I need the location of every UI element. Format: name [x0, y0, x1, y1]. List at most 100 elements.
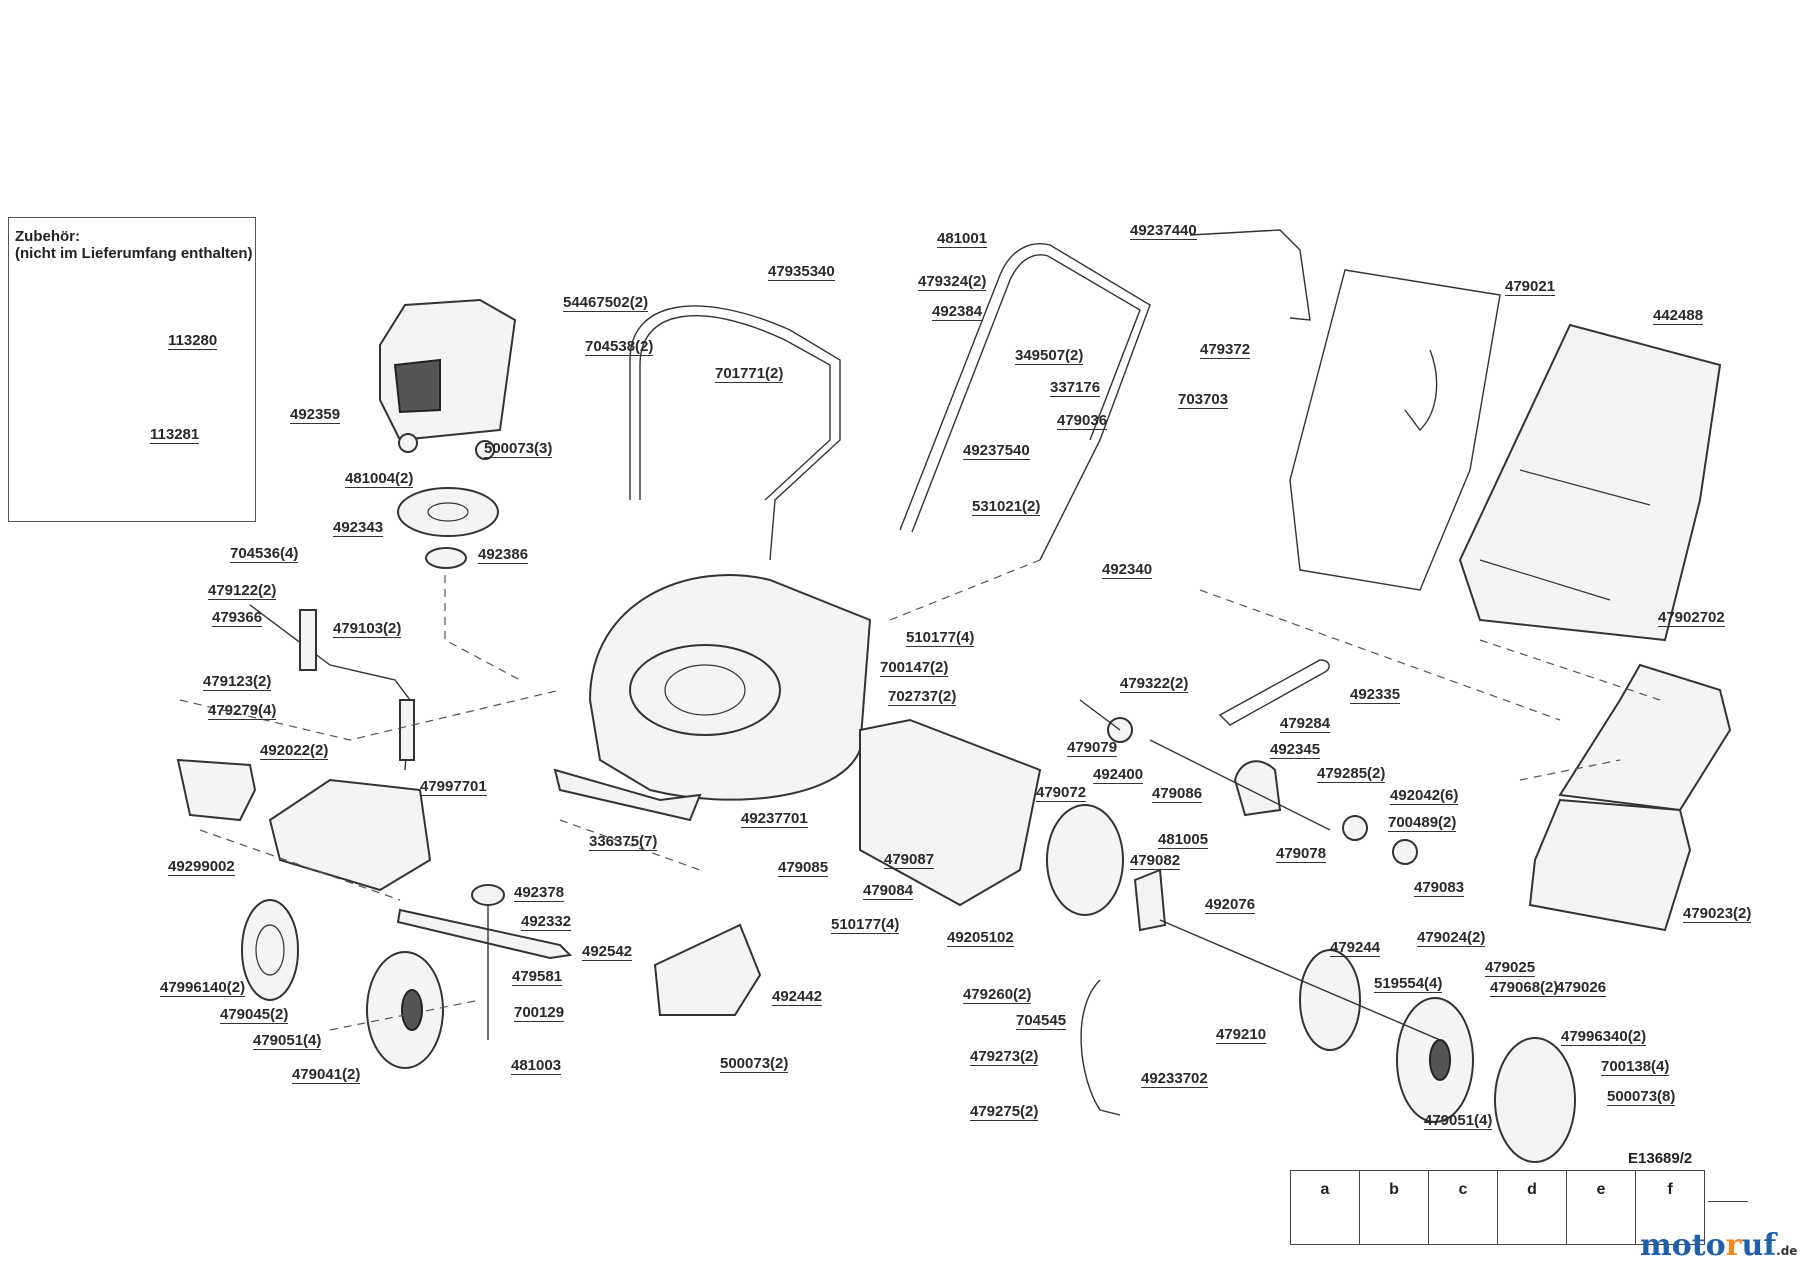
part-label: 54467502(2) [563, 294, 649, 312]
part-label: 492400 [1093, 766, 1144, 784]
part-label: 479051(4) [1424, 1112, 1493, 1130]
part-label: 349507(2) [1015, 347, 1084, 365]
side-discharge-drawing [653, 923, 762, 1016]
grid-cell: d [1497, 1170, 1567, 1245]
height-adjuster-drawing [249, 604, 415, 771]
part-label: 492335 [1350, 686, 1401, 704]
grass-bag-drawing [1458, 323, 1722, 642]
mower-deck-drawing [553, 574, 872, 822]
part-label: 47996140(2) [160, 979, 246, 997]
part-label: 479210 [1216, 1026, 1267, 1044]
drawing-code: E13689/2 [1628, 1150, 1693, 1167]
part-label: 47902702 [1658, 609, 1725, 627]
part-label: 113280 [168, 332, 218, 350]
motor-housing-drawing [379, 298, 517, 460]
motoruf-logo: motoruf.de [1640, 1228, 1798, 1263]
part-label: 519554(4) [1374, 975, 1443, 993]
part-label: 479372 [1200, 341, 1251, 359]
part-label: 49237701 [741, 810, 808, 828]
blade-drawing [396, 884, 573, 1040]
part-label: 492442 [772, 988, 823, 1006]
part-label: 479122(2) [208, 582, 277, 600]
part-label: 500073(2) [720, 1055, 789, 1073]
accessories-title: Zubehör: (nicht im Lieferumfang enthalte… [15, 228, 253, 262]
part-label: 479084 [863, 882, 914, 900]
part-label: 702737(2) [888, 688, 957, 706]
part-label: 481004(2) [345, 470, 414, 488]
grid-cell: a [1290, 1170, 1360, 1245]
part-label: 479260(2) [963, 986, 1032, 1004]
grid-legend-table: a b c d e f [1290, 1170, 1705, 1245]
rear-axle-drawing [1080, 919, 1441, 1116]
accessories-title-line1: Zubehör: [15, 228, 80, 245]
part-label: 479275(2) [970, 1103, 1039, 1121]
part-label: 492359 [290, 406, 341, 424]
part-label: 47935340 [768, 263, 835, 281]
bag-top-drawing [1558, 663, 1732, 812]
part-label: 492332 [521, 913, 572, 931]
part-label: 500073(3) [484, 440, 553, 458]
part-label: 49237440 [1130, 222, 1197, 240]
part-label: 49205102 [947, 929, 1014, 947]
rear-chute-drawing [859, 718, 1042, 907]
part-label: 481003 [511, 1057, 562, 1075]
part-label: 479366 [212, 609, 263, 627]
part-label: 479079 [1067, 739, 1118, 757]
part-label: 479085 [778, 859, 829, 877]
part-label: 479025 [1485, 959, 1536, 977]
accessories-box: Zubehör: (nicht im Lieferumfang enthalte… [8, 217, 256, 522]
part-label: 492340 [1102, 561, 1153, 579]
part-label: 479123(2) [203, 673, 272, 691]
part-label: 479026 [1556, 979, 1607, 997]
part-label: 700147(2) [880, 659, 949, 677]
part-label: 479284 [1280, 715, 1331, 733]
part-label: 479103(2) [333, 620, 402, 638]
part-label: 704545 [1016, 1012, 1067, 1030]
bag-lid-drawing [1528, 798, 1692, 932]
part-label: 336375(7) [589, 833, 658, 851]
part-label: 700129 [514, 1004, 565, 1022]
part-label: 47996340(2) [1561, 1028, 1647, 1046]
part-label: 479045(2) [220, 1006, 289, 1024]
part-label: 479244 [1330, 939, 1381, 957]
part-label: 492042(6) [1390, 787, 1459, 805]
grid-cell: c [1428, 1170, 1498, 1245]
part-label: 492386 [478, 546, 529, 564]
mulch-cover-drawing [268, 778, 432, 892]
rear-hubcap-drawing [1299, 949, 1361, 1051]
part-label: 704538(2) [585, 338, 654, 356]
part-label: 479051(4) [253, 1032, 322, 1050]
part-label: 481001 [937, 230, 988, 248]
part-label: 479273(2) [970, 1048, 1039, 1066]
part-label: 492076 [1205, 896, 1256, 914]
grass-bag-frame-drawing [1289, 269, 1501, 591]
assembly-guide-lines [179, 559, 1661, 1031]
gear-drive-drawing [1079, 699, 1418, 865]
part-label: 531021(2) [972, 498, 1041, 516]
part-label: 337176 [1050, 379, 1101, 397]
part-label: 479279(4) [208, 702, 277, 720]
part-label: 492384 [932, 303, 983, 321]
part-label: 492378 [514, 884, 565, 902]
front-wheel-drawing [366, 951, 444, 1069]
part-label: 49237540 [963, 442, 1030, 460]
part-label: 481005 [1158, 831, 1209, 849]
part-label: 479322(2) [1120, 675, 1189, 693]
upper-handle-drawing [899, 229, 1311, 561]
part-label: 479041(2) [292, 1066, 361, 1084]
part-label: 47997701 [420, 778, 487, 796]
part-label: 500073(8) [1607, 1088, 1676, 1106]
part-label: 479078 [1276, 845, 1327, 863]
axle-plate-drawing [1046, 804, 1167, 932]
part-label: 479581 [512, 968, 563, 986]
accessories-title-line2: (nicht im Lieferumfang enthalten) [15, 245, 253, 262]
part-label: 479024(2) [1417, 929, 1486, 947]
part-label: 479021 [1505, 278, 1556, 296]
fan-wheel-drawing [397, 487, 499, 569]
part-label: 479086 [1152, 785, 1203, 803]
part-label: 700138(4) [1601, 1058, 1670, 1076]
grid-tail-line [1708, 1201, 1748, 1202]
part-label: 442488 [1653, 307, 1704, 325]
part-label: 479324(2) [918, 273, 987, 291]
